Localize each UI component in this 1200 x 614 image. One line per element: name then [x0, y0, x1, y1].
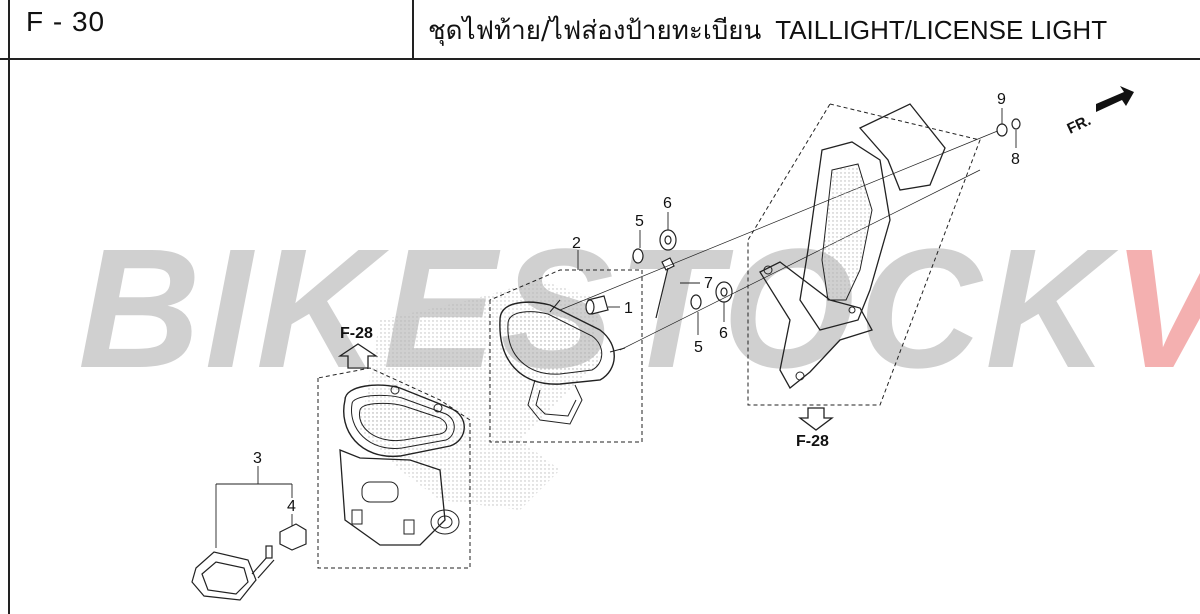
header-rule [0, 58, 1200, 60]
frame-left-border [8, 0, 10, 614]
collar-part [585, 295, 609, 315]
callout-6b: 6 [719, 325, 728, 342]
grommet-parts [659, 229, 733, 303]
ref-label-right: F-28 [796, 433, 829, 450]
callout-1: 1 [624, 300, 633, 317]
license-bracket-group [747, 103, 981, 406]
nut-washer-parts [996, 118, 1021, 137]
ref-arrow-down [798, 407, 834, 431]
page-code: F - 30 [26, 6, 106, 37]
callout-8: 8 [1011, 151, 1020, 168]
callout-2: 2 [572, 235, 581, 252]
callout-9: 9 [997, 91, 1006, 108]
license-light-group [489, 269, 643, 443]
callout-5b: 5 [694, 339, 703, 356]
socket-and-bulb [191, 523, 307, 601]
callout-4: 4 [287, 498, 296, 515]
header-divider [412, 0, 414, 58]
ref-arrow-up [337, 343, 379, 369]
title-thai: ชุดไฟท้าย/ไฟส่องป้ายทะเบียน [428, 16, 762, 46]
ref-label-left: F-28 [340, 325, 373, 342]
front-indicator: FR. [1065, 112, 1094, 138]
callout-6a: 6 [663, 195, 672, 212]
title-english: TAILLIGHT/LICENSE LIGHT [775, 15, 1108, 45]
washer-parts [632, 248, 702, 310]
callout-7: 7 [704, 275, 713, 292]
page-title: ชุดไฟท้าย/ไฟส่องป้ายทะเบียน TAILLIGHT/LIC… [428, 10, 1107, 51]
callout-5a: 5 [635, 213, 644, 230]
background-stipple [360, 280, 600, 510]
callout-3: 3 [253, 450, 262, 467]
leader-lines [215, 108, 1017, 548]
front-arrow-icon [1096, 86, 1134, 112]
taillight-housing-group [317, 367, 471, 569]
